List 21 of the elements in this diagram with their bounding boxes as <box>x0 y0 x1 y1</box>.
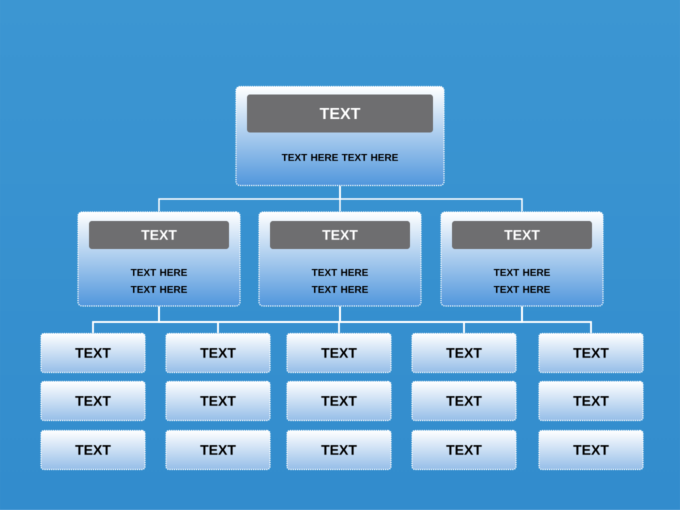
text-box: TEXT <box>165 380 271 422</box>
org-box: TEXT TEXT HERE TEXT HERE <box>258 211 422 307</box>
text-box: TEXT <box>40 380 146 422</box>
text-box: TEXT <box>40 332 146 374</box>
text-box: TEXT <box>411 430 517 470</box>
connector-line <box>339 186 523 212</box>
text-box: TEXT <box>165 332 271 374</box>
connector-line <box>521 306 592 333</box>
text-box: TEXT <box>286 380 392 422</box>
text-box: TEXT <box>538 430 644 470</box>
text-box: TEXT <box>286 332 392 374</box>
text-box: TEXT <box>411 332 517 374</box>
text-box: TEXT <box>411 380 517 422</box>
text-box: TEXT <box>165 430 271 470</box>
text-box: TEXT <box>40 430 146 470</box>
org-box: TEXT TEXT HERE TEXT HERE <box>77 211 241 307</box>
org-box: TEXT TEXT HERE TEXT HERE <box>235 86 445 186</box>
org-box: TEXT TEXT HERE TEXT HERE <box>440 211 604 307</box>
text-box: TEXT <box>286 430 392 470</box>
text-box: TEXT <box>538 332 644 374</box>
text-box: TEXT <box>538 380 644 422</box>
